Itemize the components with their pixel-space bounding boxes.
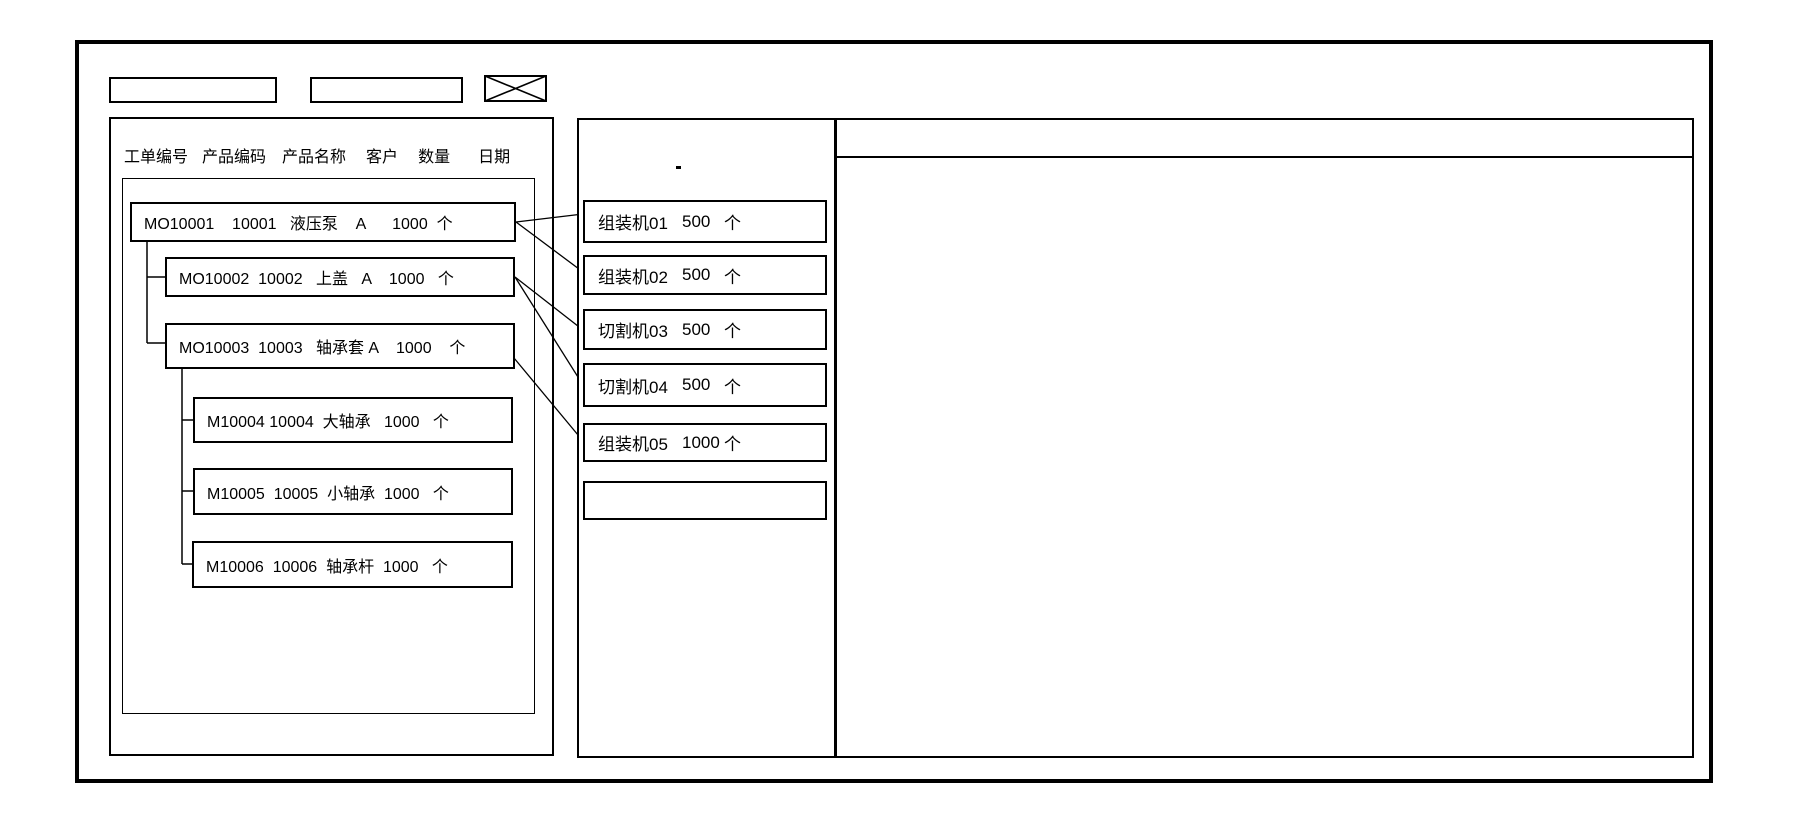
machine-unit: 个 [724,214,741,233]
column-header-product-name: 产品名称 [282,149,347,166]
machine-unit: 个 [724,435,741,454]
machine-node-03[interactable]: 切割机03 500 个 [583,309,827,350]
machine-node-02[interactable]: 组装机02 500 个 [583,255,827,295]
work-order-row-text: MO10001 10001 液压泵 A 1000 个 [144,216,453,233]
work-order-row-text: MO10002 10002 上盖 A 1000 个 [179,271,454,288]
toolbar-field-2[interactable] [310,77,463,103]
x-cross-icon [484,75,547,102]
column-headers: 工单编号 产品编码 产品名称 客户 数量 日期 [124,144,510,166]
machine-unit: 个 [724,377,741,397]
work-order-node-mo10002[interactable]: MO10002 10002 上盖 A 1000 个 [165,257,515,297]
work-order-row-text: M10004 10004 大轴承 1000 个 [207,414,449,431]
column-header-customer: 客户 [366,149,399,166]
stray-dot-mark [676,166,681,169]
machine-node-05[interactable]: 组装机05 1000 个 [583,423,827,462]
column-header-qty: 数量 [418,149,451,166]
image-placeholder [484,75,547,102]
machine-name: 组装机05 [598,435,668,454]
machine-unit: 个 [724,267,741,287]
machine-name: 组装机01 [598,214,668,233]
work-order-node-m10006[interactable]: M10006 10006 轴承杆 1000 个 [192,541,513,588]
work-order-node-m10005[interactable]: M10005 10005 小轴承 1000 个 [193,468,513,515]
work-order-row-text: M10005 10005 小轴承 1000 个 [207,485,449,503]
work-order-row-text: M10006 10006 轴承杆 1000 个 [206,558,448,576]
column-header-date: 日期 [478,149,511,166]
work-order-node-mo10001[interactable]: MO10001 10001 液压泵 A 1000 个 [130,202,516,242]
machine-node-empty-slot[interactable] [583,481,827,520]
work-order-row-text: MO10003 10003 轴承套 A 1000 个 [179,340,466,357]
machine-node-04[interactable]: 切割机04 500 个 [583,363,827,407]
machine-qty: 500 [682,265,711,284]
work-order-node-m10004[interactable]: M10004 10004 大轴承 1000 个 [193,397,513,443]
machine-qty: 500 [682,319,711,339]
work-order-node-mo10003[interactable]: MO10003 10003 轴承套 A 1000 个 [165,323,515,369]
toolbar-field-1[interactable] [109,77,277,103]
schedule-panel [835,118,1694,758]
machine-name: 切割机04 [598,377,668,397]
column-header-product-code: 产品编码 [202,149,267,166]
machine-qty: 1000 [682,432,720,452]
machine-qty: 500 [682,211,711,231]
column-header-order-id: 工单编号 [124,149,189,166]
machine-name: 组装机02 [598,267,668,287]
machine-node-01[interactable]: 组装机01 500 个 [583,200,827,243]
machine-name: 切割机03 [598,322,668,341]
machine-qty: 500 [682,375,711,394]
machine-unit: 个 [724,322,741,341]
schedule-panel-header-band [837,120,1692,158]
